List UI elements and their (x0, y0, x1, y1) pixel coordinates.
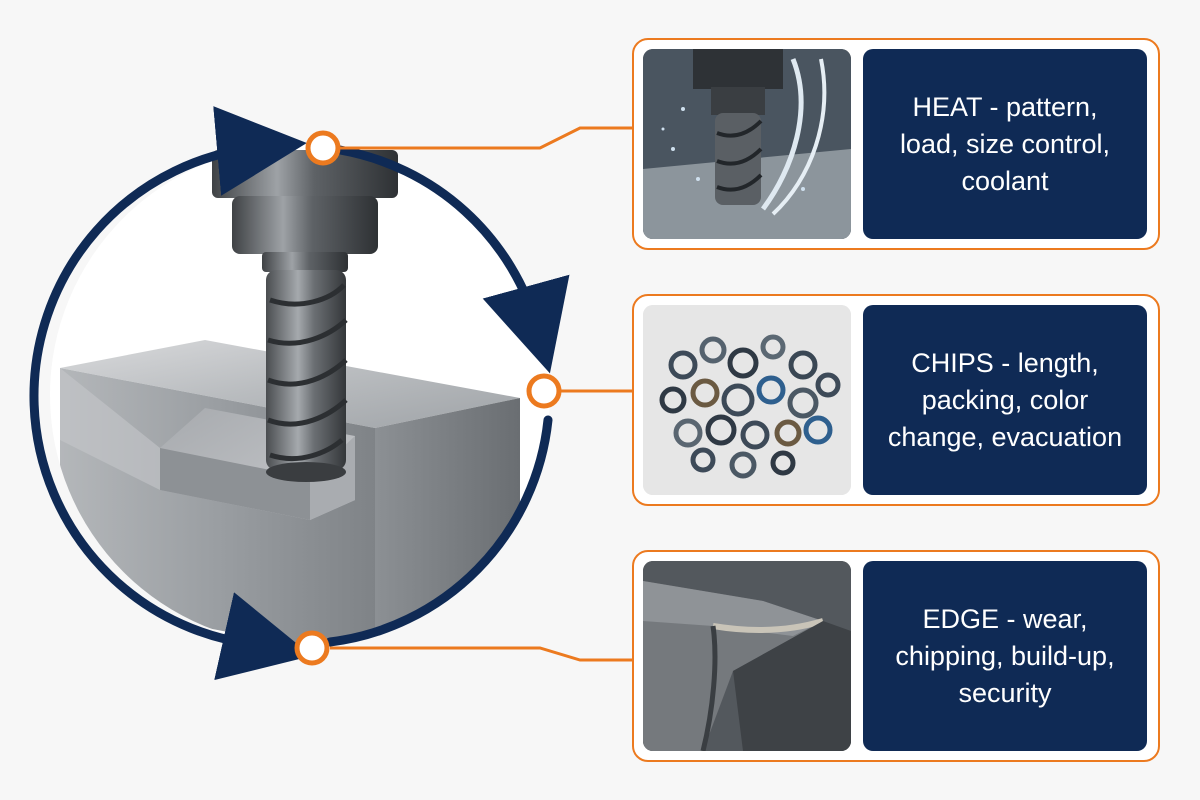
heat-label: HEAT - pattern, load, size control, cool… (899, 91, 1111, 196)
marker-edge (294, 630, 330, 666)
end-mill (266, 270, 348, 482)
connectors (330, 126, 632, 662)
card-heat: HEAT - pattern, load, size control, cool… (632, 38, 1160, 250)
cycle-arrows (29, 106, 570, 681)
edge-label-box: EDGE - wear, chipping, build-up, securit… (863, 561, 1147, 751)
connector-heat (338, 126, 632, 150)
arrow-bottom-tail (214, 592, 312, 681)
arrow-bottom-to-top (29, 106, 307, 651)
card-edge: EDGE - wear, chipping, build-up, securit… (632, 550, 1160, 762)
connector-edge (330, 646, 632, 662)
edge-label: EDGE - wear, chipping, build-up, securit… (895, 603, 1115, 708)
arrow-right-to-bottom (325, 415, 553, 647)
heat-label-box: HEAT - pattern, load, size control, cool… (863, 49, 1147, 239)
marker-heat (305, 130, 341, 166)
spindle (212, 150, 398, 272)
edge-thumbnail (643, 561, 851, 751)
marker-chips (526, 373, 562, 409)
chips-thumbnail (643, 305, 851, 495)
card-chips: CHIPS - length, packing, color change, e… (632, 294, 1160, 506)
chips-label: CHIPS - length, packing, color change, e… (887, 347, 1123, 452)
arrow-top-to-right (335, 145, 570, 374)
heat-thumbnail (643, 49, 851, 239)
markers (294, 130, 562, 666)
chips-label-box: CHIPS - length, packing, color change, e… (863, 305, 1147, 495)
